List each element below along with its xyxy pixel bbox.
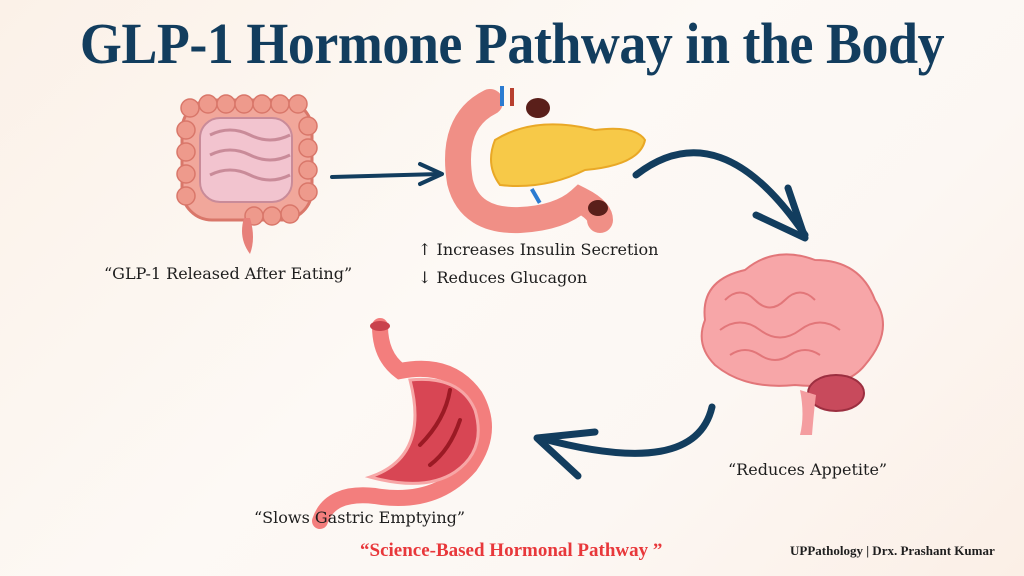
- tagline: “Science-Based Hormonal Pathway ”: [360, 540, 663, 561]
- curved-arrow-down-icon: [632, 149, 809, 242]
- curved-arrow-left-icon: [533, 403, 716, 480]
- intestine-icon: [176, 94, 318, 254]
- arrow-right-icon: [330, 162, 444, 186]
- brain-caption: “Reduces Appetite”: [728, 460, 888, 479]
- stomach-caption: “Slows Gastric Emptying”: [254, 508, 466, 527]
- pancreas-effect-insulin: ↑ Increases Insulin Secretion: [418, 240, 658, 259]
- pancreas-effect-glucagon: ↓ Reduces Glucagon: [418, 268, 587, 287]
- pancreas-icon: [445, 86, 647, 234]
- credit: UPPathology | Drx. Prashant Kumar: [790, 543, 995, 558]
- page-title: GLP-1 Hormone Pathway in the Body: [79, 11, 945, 76]
- intestine-caption: “GLP-1 Released After Eating”: [104, 264, 353, 283]
- effect-text: Reduces Glucagon: [436, 268, 588, 287]
- arrow-up-icon: ↑: [418, 240, 432, 259]
- brain-icon: [700, 253, 884, 435]
- effect-text: Increases Insulin Secretion: [436, 240, 659, 259]
- arrow-down-icon: ↓: [418, 268, 432, 287]
- stomach-icon: [312, 318, 492, 529]
